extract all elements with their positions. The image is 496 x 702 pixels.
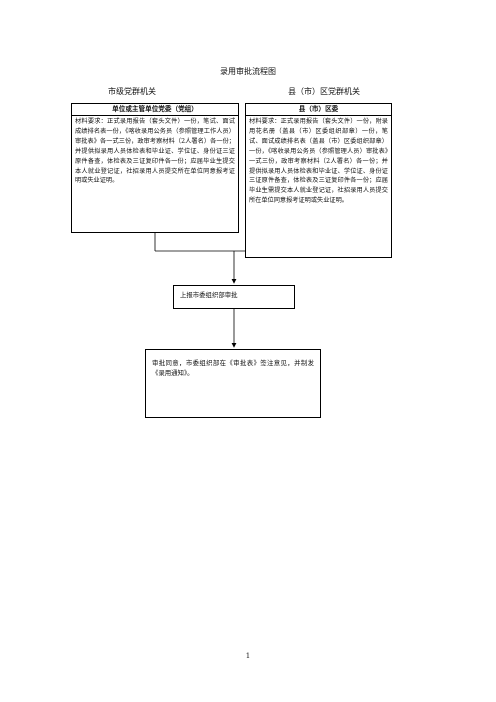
- right-box-body: 材料要求：正式录用报告（套头文件）一份，附录用花名册（盖县（市）区委组织部章）一…: [249, 118, 388, 205]
- middle-box-text: 上报市委组织部审批: [180, 291, 238, 299]
- middle-process-box: 上报市委组织部审批: [173, 285, 295, 309]
- left-column-label: 市级党群机关: [108, 87, 156, 96]
- page-title: 录用审批流程图: [220, 67, 276, 76]
- right-process-box: 县（市）区委 材料要求：正式录用报告（套头文件）一份，附录用花名册（盖县（市）区…: [245, 103, 392, 258]
- left-process-box: 单位或主管单位党委（党组） 材料要求：正式录用报告（套头文件）一份，笔试、面试成…: [71, 103, 239, 233]
- right-box-heading: 县（市）区委: [246, 104, 391, 116]
- right-column-label: 县（市）区党群机关: [288, 87, 360, 96]
- page-number: 1: [245, 652, 251, 660]
- left-box-heading: 单位或主管单位党委（党组）: [72, 104, 238, 116]
- left-box-body: 材料要求：正式录用报告（套头文件）一份，笔试、面试成绩排名表一份，《喀收录用公务…: [75, 118, 235, 185]
- bottom-process-box: 审批同意，市委组织部在《审批表》签注意见，并制发《录用通知》。: [145, 349, 321, 418]
- bottom-box-text: 审批同意，市委组织部在《审批表》签注意见，并制发《录用通知》。: [152, 359, 314, 377]
